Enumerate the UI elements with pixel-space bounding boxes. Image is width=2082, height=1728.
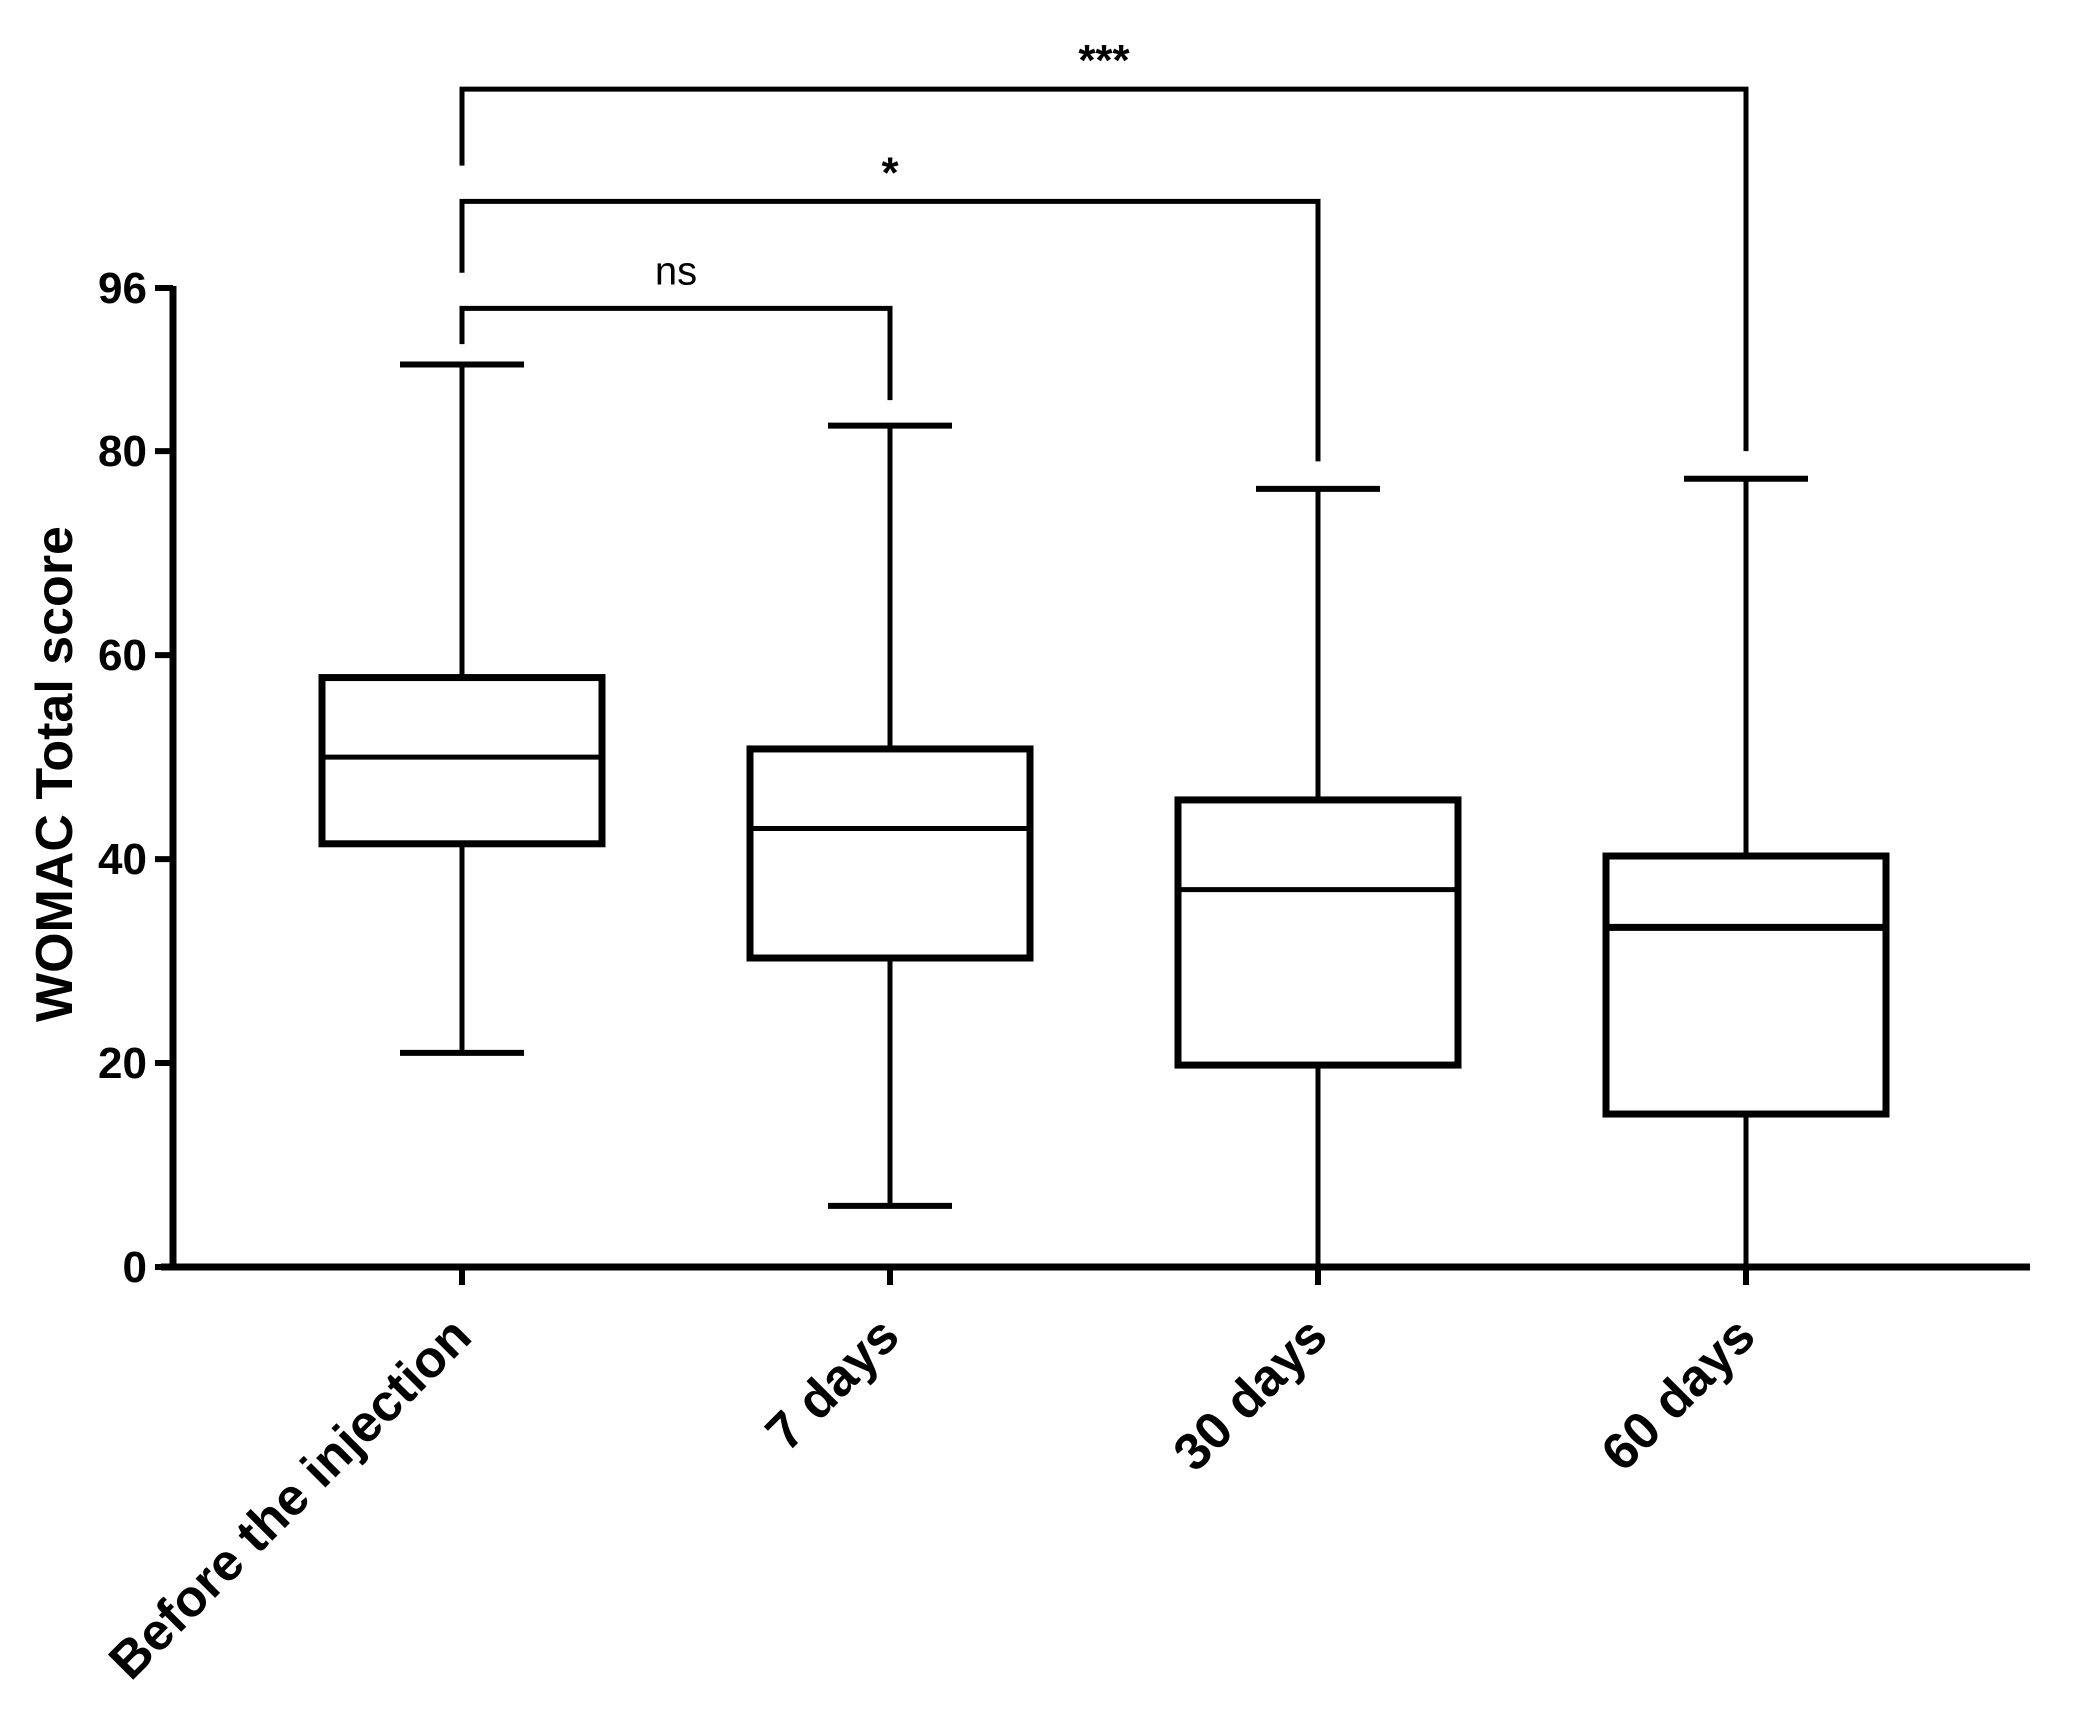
- y-tick-label: 0: [123, 1243, 147, 1292]
- x-category-label: 30 days: [1163, 1306, 1339, 1482]
- y-tick-label: 20: [98, 1039, 147, 1088]
- significance-label: *: [881, 148, 899, 197]
- y-tick-label: 60: [98, 631, 147, 680]
- y-tick-label: 80: [98, 427, 147, 476]
- y-tick-label: 96: [98, 264, 147, 313]
- box-iqr: [746, 745, 1034, 962]
- axes: 0 20 40 60 80 96: [98, 264, 2030, 1292]
- box-iqr: [318, 674, 606, 848]
- y-tick-label: 40: [98, 835, 147, 884]
- y-axis-title: WOMAC Total score: [26, 526, 84, 1022]
- boxes-layer: [318, 361, 1890, 1267]
- x-category-label: 7 days: [755, 1306, 910, 1461]
- significance-label: ***: [1078, 36, 1130, 85]
- box-iqr: [1602, 852, 1890, 1118]
- x-category-label: Before the injection: [98, 1306, 482, 1690]
- labels-layer: Before the injection 7 days 30 days 60 days: [98, 1306, 1766, 1690]
- comparison-bracket: [459, 305, 893, 401]
- significance-brackets: ns****: [459, 36, 1749, 462]
- x-category-label: 60 days: [1591, 1306, 1767, 1482]
- box-iqr: [1174, 796, 1462, 1069]
- comparison-bracket: [459, 86, 1749, 452]
- significance-label: ns: [655, 249, 697, 293]
- comparison-bracket: [459, 198, 1321, 462]
